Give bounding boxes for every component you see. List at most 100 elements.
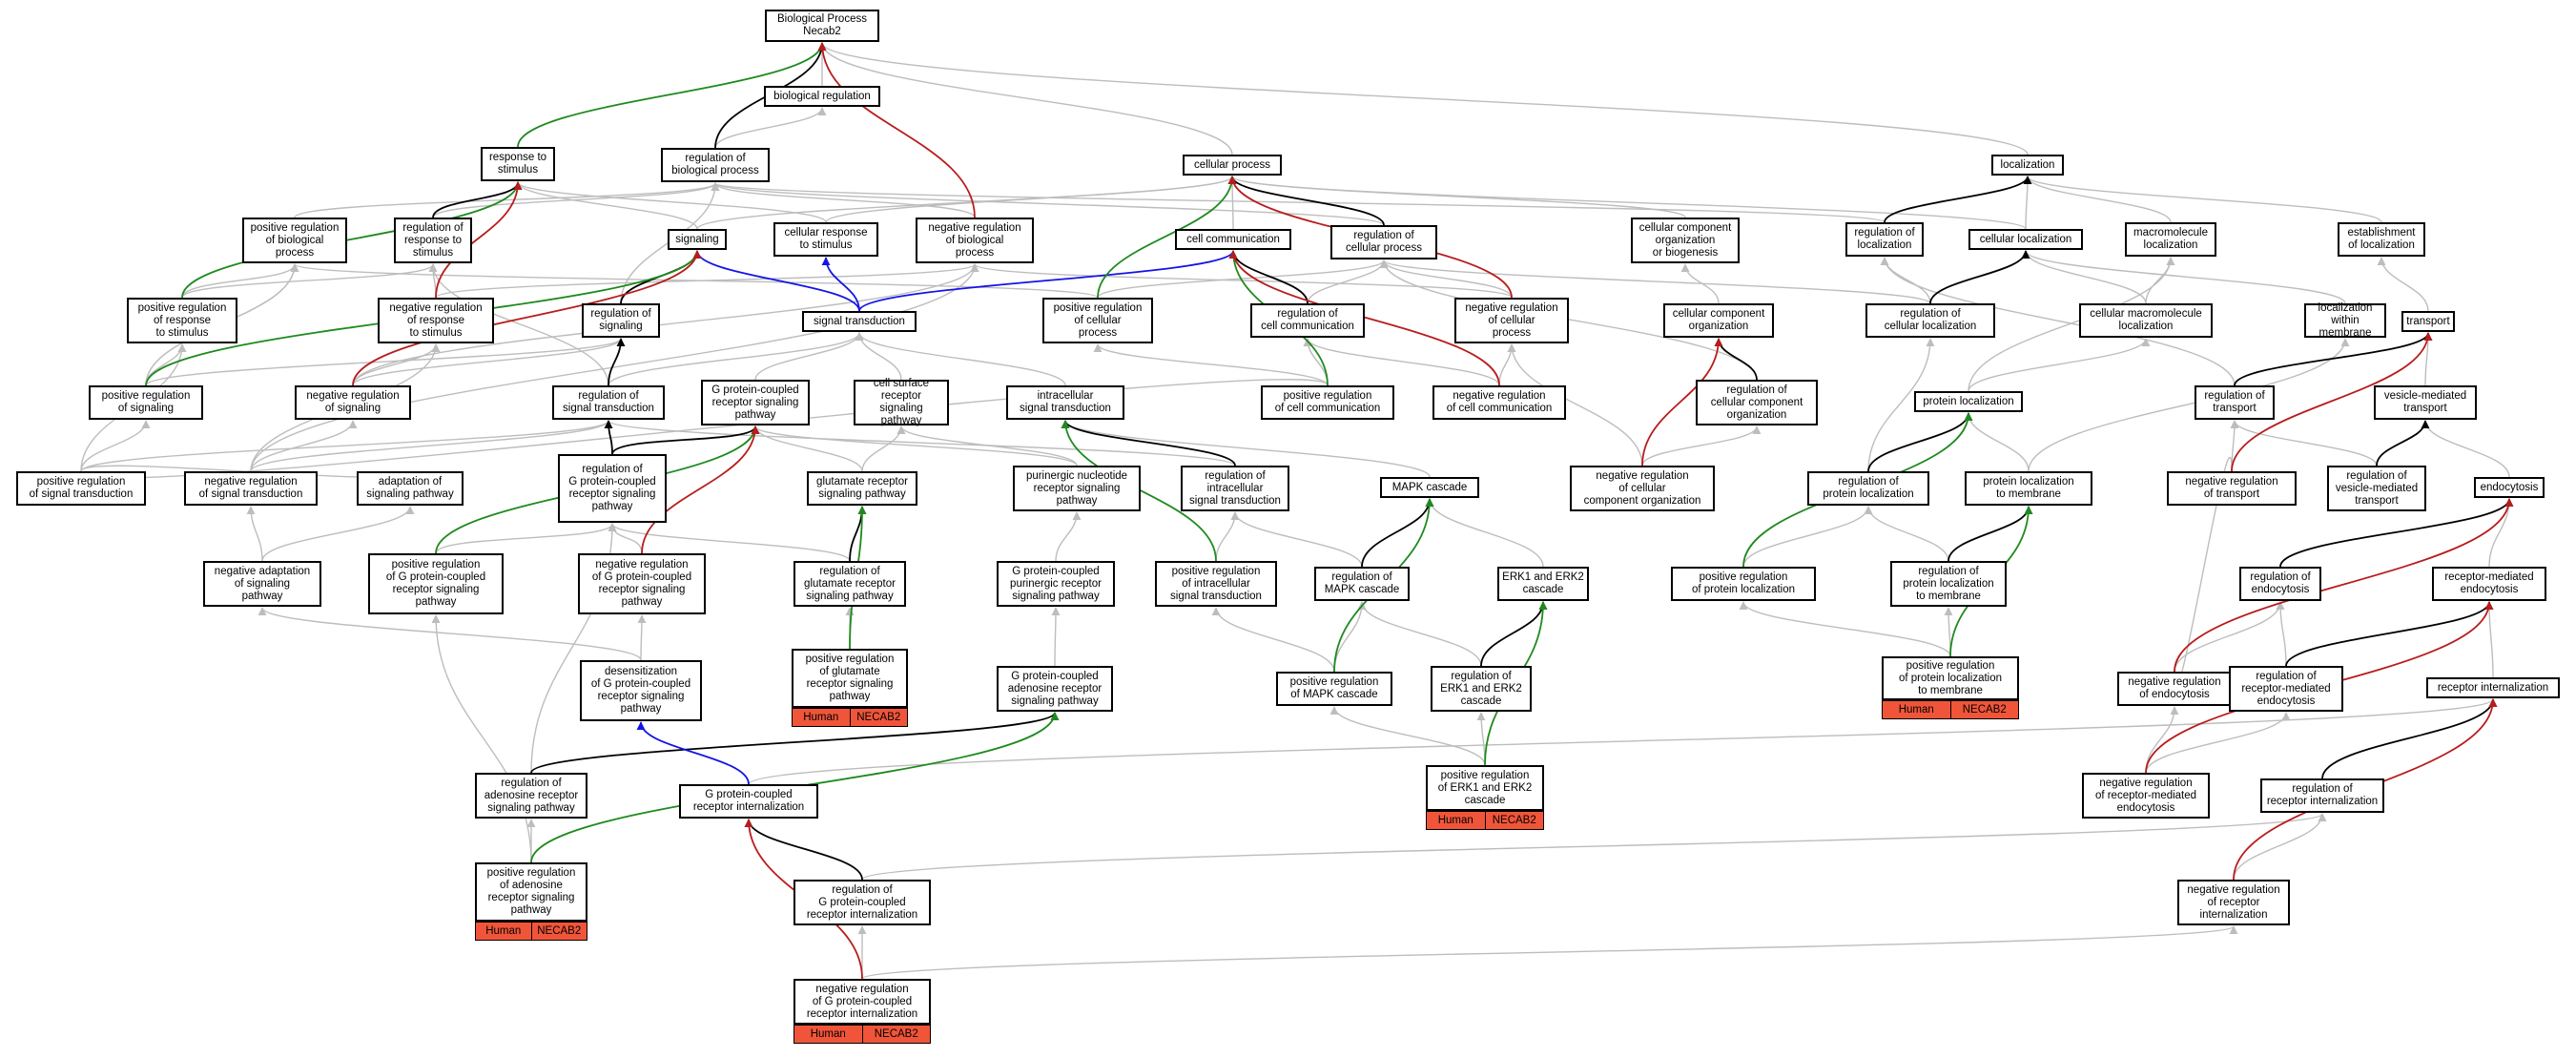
go-term-node[interactable]: negative regulation of receptor-mediated… <box>2082 773 2210 819</box>
go-term-node[interactable]: biological regulation <box>764 86 880 107</box>
go-term-node[interactable]: regulation of receptor-mediated endocyto… <box>2229 666 2343 712</box>
go-term-node[interactable]: regulation of protein localization to me… <box>1890 561 2007 607</box>
edge-regccorg-to-ccorg2 <box>1714 338 1758 381</box>
go-term-node[interactable]: regulation of biological process <box>661 148 770 182</box>
edge-regglut-to-reggpcr <box>608 523 851 562</box>
go-term-node[interactable]: glutamate receptor signaling pathway <box>807 471 917 506</box>
go-term-node[interactable]: macromolecule localization <box>2125 222 2216 257</box>
edge-recint-to-rme <box>2484 601 2494 678</box>
go-term-node[interactable]: receptor internalization <box>2426 677 2560 698</box>
go-term-node[interactable]: negative regulation of response to stimu… <box>378 298 494 343</box>
go-term-node[interactable]: regulation of localization <box>1845 222 1924 257</box>
go-term-node[interactable]: positive regulation of ERK1 and ERK2 cas… <box>1426 765 1544 811</box>
go-term-node[interactable]: cell communication <box>1175 229 1291 250</box>
go-term-node[interactable]: positive regulation of MAPK cascade <box>1276 672 1392 706</box>
go-term-node[interactable]: G protein-coupled adenosine receptor sig… <box>997 666 1113 712</box>
go-term-node[interactable]: regulation of cell communication <box>1250 303 1365 338</box>
go-term-node[interactable]: negative regulation of transport <box>2167 471 2297 506</box>
go-term-node[interactable]: regulation of receptor internalization <box>2260 778 2384 813</box>
go-term-node[interactable]: positive regulation of signal transducti… <box>16 471 146 506</box>
edge-regintrasig-to-regsigtrans <box>604 420 1236 467</box>
go-term-node[interactable]: G protein-coupled receptor signaling pat… <box>701 380 810 425</box>
edge-mapk-to-intrasig <box>1061 420 1431 478</box>
edge-signaling-to-resp <box>513 181 698 230</box>
go-term-node[interactable]: regulation of cellular process <box>1330 225 1437 259</box>
go-term-node[interactable]: receptor-mediated endocytosis <box>2432 567 2546 601</box>
go-term-node[interactable]: negative regulation of signal transducti… <box>184 471 318 506</box>
go-term-node[interactable]: localization within membrane <box>2304 302 2386 339</box>
go-term-node[interactable]: regulation of transport <box>2195 385 2275 420</box>
go-term-node[interactable]: positive regulation of intracellular sig… <box>1155 561 1277 607</box>
go-term-node[interactable]: regulation of intracellular signal trans… <box>1181 466 1289 511</box>
go-term-node[interactable]: cellular process <box>1183 155 1282 176</box>
go-term-node[interactable]: G protein-coupled receptor internalizati… <box>679 784 818 819</box>
go-term-node[interactable]: regulation of cellular localization <box>1865 303 1995 338</box>
go-term-node[interactable]: regulation of G protein-coupled receptor… <box>558 454 667 523</box>
go-term-node[interactable]: regulation of G protein-coupled receptor… <box>793 880 931 925</box>
go-term-node[interactable]: regulation of response to stimulus <box>394 218 472 263</box>
go-term-node[interactable]: signal transduction <box>802 311 917 332</box>
go-term-node[interactable]: desensitization of G protein-coupled rec… <box>580 660 702 721</box>
go-term-node[interactable]: positive regulation of G protein-coupled… <box>368 553 504 614</box>
go-term-node[interactable]: positive regulation of adenosine recepto… <box>475 862 587 922</box>
go-term-node[interactable]: cellular component organization <box>1663 303 1774 338</box>
go-term-node[interactable]: positive regulation of cellular process <box>1042 298 1153 343</box>
go-term-node[interactable]: protein localization to membrane <box>1965 471 2092 506</box>
edge-posreggpcr-to-reggpcr <box>435 523 617 554</box>
go-term-node[interactable]: regulation of cellular component organiz… <box>1696 380 1818 425</box>
go-term-node[interactable]: negative regulation of cellular componen… <box>1570 466 1715 511</box>
go-term-node[interactable]: positive regulation of protein localizat… <box>1671 567 1816 601</box>
edge-erk-to-mapk <box>1425 498 1544 568</box>
go-term-node[interactable]: cellular macromolecule localization <box>2079 303 2213 338</box>
edge-locmem-to-cellloc <box>2021 250 2346 304</box>
go-term-node[interactable]: localization <box>1991 155 2064 176</box>
go-term-node[interactable]: negative regulation of endocytosis <box>2117 672 2232 706</box>
go-term-node[interactable]: regulation of protein localization <box>1807 471 1929 506</box>
go-term-node[interactable]: regulation of signaling <box>582 303 660 338</box>
go-term-node[interactable]: positive regulation of protein localizat… <box>1882 656 2019 700</box>
go-term-node[interactable]: cellular response to stimulus <box>773 222 878 257</box>
go-term-node[interactable]: regulation of adenosine receptor signali… <box>475 773 587 819</box>
go-term-node[interactable]: MAPK cascade <box>1380 477 1479 498</box>
go-term-node[interactable]: positive regulation of response to stimu… <box>127 298 237 343</box>
edge-negregtransport-to-transport <box>2231 332 2433 472</box>
go-term-node[interactable]: Biological Process Necab2 <box>765 10 879 42</box>
go-term-node[interactable]: vesicle-mediated transport <box>2374 385 2477 420</box>
go-term-node[interactable]: endocytosis <box>2474 477 2545 498</box>
go-term-node[interactable]: regulation of MAPK cascade <box>1314 567 1410 601</box>
go-term-node[interactable]: positive regulation of signaling <box>89 385 203 420</box>
go-term-node[interactable]: positive regulation of glutamate recepto… <box>792 649 908 708</box>
edge-cellcomm-to-cellproc <box>1227 176 1237 230</box>
go-term-node[interactable]: regulation of signal transduction <box>552 385 665 420</box>
go-term-node[interactable]: adaptation of signaling pathway <box>357 471 464 506</box>
go-term-node[interactable]: protein localization <box>1914 391 2023 412</box>
go-term-node[interactable]: regulation of ERK1 and ERK2 cascade <box>1431 666 1532 712</box>
go-term-node[interactable]: negative regulation of G protein-coupled… <box>578 553 706 614</box>
go-term-node[interactable]: ERK1 and ERK2 cascade <box>1497 567 1589 601</box>
go-term-node[interactable]: intracellular signal transduction <box>1006 385 1124 420</box>
edge-regrme-to-regendo <box>2276 601 2287 667</box>
go-term-node[interactable]: positive regulation of biological proces… <box>242 218 347 263</box>
go-term-node[interactable]: establishment of localization <box>2338 222 2425 257</box>
go-term-node[interactable]: negative regulation of cell communicatio… <box>1432 385 1566 420</box>
go-term-node[interactable]: negative regulation of signaling <box>295 385 411 420</box>
go-term-node[interactable]: signaling <box>668 229 727 250</box>
go-term-node[interactable]: response to stimulus <box>481 147 555 181</box>
go-term-node[interactable]: positive regulation of cell communicatio… <box>1261 385 1394 420</box>
go-term-node[interactable]: cell surface receptor signaling pathway <box>854 378 949 426</box>
go-term-node[interactable]: purinergic nucleotide receptor signaling… <box>1013 466 1141 511</box>
go-term-node[interactable]: regulation of glutamate receptor signali… <box>793 561 906 607</box>
edge-posregcellcomm-to-posregsigtrans <box>76 379 1329 481</box>
edge-ccorg-to-cellproc <box>1227 176 1686 218</box>
go-term-node[interactable]: cellular component organization or bioge… <box>1631 218 1740 263</box>
go-term-node[interactable]: G protein-coupled purinergic receptor si… <box>997 561 1115 607</box>
go-term-node[interactable]: negative regulation of cellular process <box>1454 298 1569 343</box>
go-term-node[interactable]: negative regulation of biological proces… <box>916 218 1034 263</box>
go-term-node[interactable]: regulation of endocytosis <box>2239 567 2321 601</box>
go-term-node[interactable]: transport <box>2401 311 2455 332</box>
go-term-node[interactable]: negative adaptation of signaling pathway <box>203 561 321 607</box>
go-term-node[interactable]: cellular localization <box>1968 229 2083 250</box>
go-term-node[interactable]: negative regulation of G protein-coupled… <box>793 979 931 1025</box>
go-term-node[interactable]: negative regulation of receptor internal… <box>2177 880 2290 925</box>
go-term-node[interactable]: regulation of vesicle-mediated transport <box>2327 466 2426 511</box>
